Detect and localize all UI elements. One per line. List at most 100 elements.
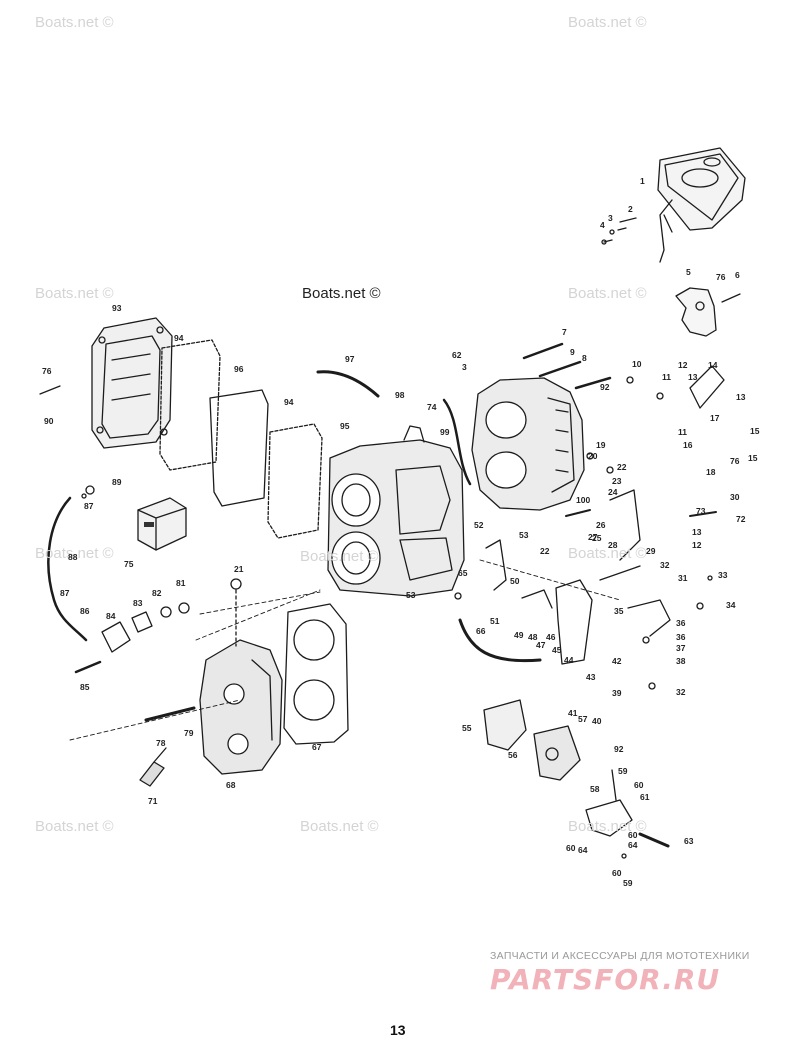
part-label: 7 xyxy=(562,327,567,337)
part-label: 81 xyxy=(176,578,186,588)
part-label: 88 xyxy=(68,552,78,562)
part-label: 58 xyxy=(590,784,600,794)
part-label: 72 xyxy=(736,514,746,524)
watermark: Boats.net © xyxy=(35,14,114,31)
bracket-part xyxy=(675,287,741,337)
part-label: 68 xyxy=(226,780,236,790)
part-label: 28 xyxy=(608,540,618,550)
part-label: 98 xyxy=(395,390,405,400)
part-label: 94 xyxy=(284,397,294,407)
part-label: 37 xyxy=(676,643,686,653)
watermark-center: Boats.net © xyxy=(302,285,381,302)
part-label: 60 xyxy=(634,780,644,790)
part-label: 24 xyxy=(608,487,618,497)
part-label: 2 xyxy=(628,204,633,214)
part-label: 21 xyxy=(234,564,244,574)
part-label: 74 xyxy=(427,402,437,412)
head-bolt-part xyxy=(144,706,196,722)
part-label: 53 xyxy=(406,590,416,600)
part-label: 64 xyxy=(578,845,588,855)
part-label: 76 xyxy=(716,272,726,282)
watermark: Boats.net © xyxy=(568,818,647,835)
adapter-plate-part xyxy=(657,147,746,263)
part-label: 41 xyxy=(568,708,578,718)
part-label: 23 xyxy=(612,476,622,486)
part-label: 39 xyxy=(612,688,622,698)
part-label: 42 xyxy=(612,656,622,666)
part-label: 92 xyxy=(614,744,624,754)
part-label: 95 xyxy=(340,421,350,431)
assembly-dashed-lines xyxy=(69,559,621,741)
part-label: 90 xyxy=(44,416,54,426)
part-label: 84 xyxy=(106,611,116,621)
part-label: 18 xyxy=(706,467,716,477)
part-label: 61 xyxy=(640,792,650,802)
part-label: 19 xyxy=(596,440,606,450)
exhaust-cover-part xyxy=(91,317,173,449)
part-label: 82 xyxy=(152,588,162,598)
part-label: 96 xyxy=(234,364,244,374)
exhaust-gaskets xyxy=(39,339,323,539)
part-label: 60 xyxy=(566,843,576,853)
part-label: 87 xyxy=(60,588,70,598)
part-label: 27 xyxy=(588,532,598,542)
part-label: 20 xyxy=(588,451,598,461)
part-label: 5 xyxy=(686,267,691,277)
part-label: 59 xyxy=(618,766,628,776)
watermark: Boats.net © xyxy=(568,545,647,562)
part-label: 73 xyxy=(696,506,706,516)
part-label: 60 xyxy=(628,830,638,840)
page-number: 13 xyxy=(390,1022,406,1038)
part-label: 9 xyxy=(570,347,575,357)
part-label: 63 xyxy=(684,836,694,846)
small-pins xyxy=(601,217,637,245)
wire-part xyxy=(442,398,472,486)
watermark: Boats.net © xyxy=(300,818,379,835)
spark-plug-part xyxy=(139,747,167,787)
part-label: 17 xyxy=(710,413,720,423)
part-label: 59 xyxy=(623,878,633,888)
part-label: 44 xyxy=(564,655,574,665)
part-label: 46 xyxy=(546,632,556,642)
fuel-hose-part xyxy=(458,618,542,663)
banner-caption: ЗАПЧАСТИ И АКСЕССУАРЫ ДЛЯ МОТОТЕХНИКИ xyxy=(490,950,750,962)
part-label: 64 xyxy=(628,840,638,850)
cylinder-block-part xyxy=(327,425,465,597)
part-label: 43 xyxy=(586,672,596,682)
part-label: 56 xyxy=(508,750,518,760)
watermark: Boats.net © xyxy=(35,285,114,302)
part-label: 49 xyxy=(514,630,524,640)
small-hardware xyxy=(81,365,725,690)
hose-part xyxy=(316,370,380,398)
fuel-pump-part xyxy=(483,699,581,781)
part-label: 13 xyxy=(736,392,746,402)
part-label: 92 xyxy=(600,382,610,392)
part-label: 78 xyxy=(156,738,166,748)
part-label: 67 xyxy=(312,742,322,752)
part-label: 25 xyxy=(592,533,602,543)
linkage-parts xyxy=(485,489,671,665)
part-label: 31 xyxy=(678,573,688,583)
part-label: 22 xyxy=(617,462,627,472)
part-label: 15 xyxy=(750,426,760,436)
part-label: 35 xyxy=(614,606,624,616)
part-label: 30 xyxy=(730,492,740,502)
part-label: 12 xyxy=(678,360,688,370)
watermark: Boats.net © xyxy=(300,548,379,565)
part-label: 13 xyxy=(688,372,698,382)
part-label: 89 xyxy=(112,477,122,487)
part-label: 26 xyxy=(596,520,606,530)
part-label: 75 xyxy=(124,559,134,569)
part-label: 36 xyxy=(676,618,686,628)
part-label: 62 xyxy=(452,350,462,360)
part-label: 60 xyxy=(612,868,622,878)
watermark: Boats.net © xyxy=(568,14,647,31)
part-label: 11 xyxy=(678,427,687,437)
part-label: 11 xyxy=(662,372,671,382)
lower-linkage-parts xyxy=(585,769,670,859)
part-label: 51 xyxy=(490,616,500,626)
watermark: Boats.net © xyxy=(35,818,114,835)
part-label: 86 xyxy=(80,606,90,616)
